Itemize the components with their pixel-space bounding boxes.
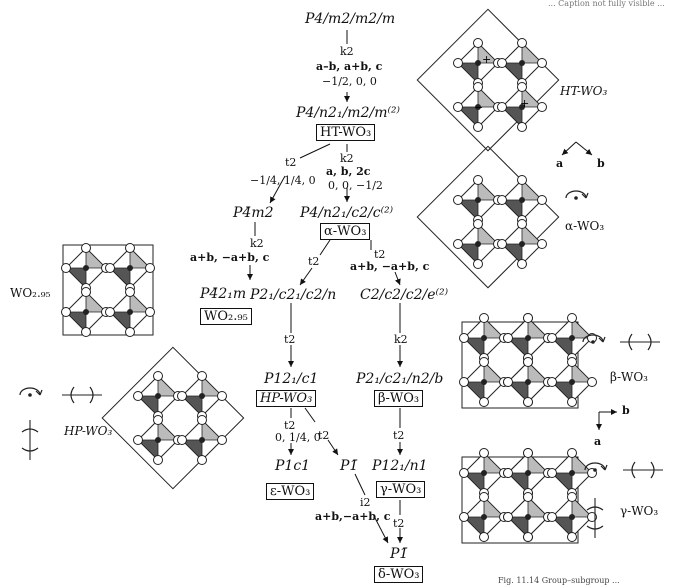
basis-root: a–b, a+b, c xyxy=(316,60,383,73)
sg-p1bar-left: P1̄ xyxy=(340,458,359,474)
basis-p4m2: a+b, −a+b, c xyxy=(190,251,270,264)
rel-p1bar: t2 xyxy=(318,429,330,442)
alpha-wo3-structure xyxy=(416,145,560,289)
label-hp-wo3: HP-WO₃ xyxy=(256,390,317,407)
structure-label-wo295: WO₂.₉₅ xyxy=(10,286,51,300)
top-caption-fragment: ... Caption not fully visible ... xyxy=(548,0,665,8)
rel-delta-t2: t2 xyxy=(393,517,405,530)
sg-alpha: P4/n2₁/c2/c⁽²⁾ xyxy=(300,205,394,221)
structure-label-ht: HT-WO₃ xyxy=(560,84,608,98)
structure-label-alpha: α-WO₃ xyxy=(565,219,605,233)
structure-label-beta: β-WO₃ xyxy=(610,370,648,384)
origin-ht-alpha: 0, 0, −1/2 xyxy=(328,179,383,192)
basis-alpha-right: a+b, −a+b, c xyxy=(350,260,430,273)
figure-caption-fragment: Fig. 11.14 Group–subgroup ... xyxy=(498,576,620,585)
rel-p4m2: k2 xyxy=(250,237,264,250)
ht-wo3-structure: + + − xyxy=(416,8,560,152)
axis-label-a-top: a xyxy=(556,157,564,170)
structure-label-gamma: γ-WO₃ xyxy=(620,504,659,518)
svg-text:+: + xyxy=(482,53,491,66)
sg-gamma: P12₁/n1 xyxy=(372,458,428,474)
axes-ab-right xyxy=(596,409,617,430)
structure-label-hp: HP-WO₃ xyxy=(64,424,113,438)
basis-ht-alpha: a, b, 2c xyxy=(326,165,371,178)
sg-alpha-right: C2/c2/c2/e⁽²⁾ xyxy=(360,287,449,303)
sg-ht: P4/n2₁/m2/m⁽²⁾ xyxy=(296,105,400,121)
rel-ht-p4m2: t2 xyxy=(285,156,297,169)
axis-label-b-right: b xyxy=(622,404,630,417)
label-delta-wo3: δ-WO₃ xyxy=(374,566,424,583)
rel-gamma: t2 xyxy=(393,429,405,442)
origin-ht-p4m2: −1/4, 1/4, 0 xyxy=(250,174,316,187)
rel-beta: k2 xyxy=(394,333,408,346)
rel-alpha-right: t2 xyxy=(374,248,386,261)
sg-wo295: P4̄2₁m xyxy=(200,286,247,302)
rel-i2: i2 xyxy=(360,496,371,509)
label-alpha-wo3: α-WO₃ xyxy=(320,223,371,240)
sg-alpha-left: P2₁/c2₁/c2/n xyxy=(250,287,337,303)
label-wo295: WO₂.₉₅ xyxy=(200,308,252,325)
label-ht-wo3: HT-WO₃ xyxy=(316,124,376,141)
axis-label-a-right: a xyxy=(594,435,602,448)
sg-delta: P1̄ xyxy=(390,546,409,562)
origin-root: −1/2, 0, 0 xyxy=(322,75,377,88)
basis-delta: a+b,−a+b, c xyxy=(315,510,391,523)
axes-ab-top xyxy=(561,141,593,156)
label-gamma-wo3: γ-WO₃ xyxy=(376,481,426,498)
sg-root: P4/m2/m2/m xyxy=(305,11,396,27)
rel-eps: t2 xyxy=(284,419,296,432)
svg-text:+: + xyxy=(520,97,529,110)
rel-root: k2 xyxy=(340,45,354,58)
sg-p4m2: P4̄m2 xyxy=(233,205,274,221)
label-beta-wo3: β-WO₃ xyxy=(374,390,424,407)
rel-ht-alpha: k2 xyxy=(340,152,354,165)
sg-hp: P12₁/c1 xyxy=(264,371,319,387)
wo295-structure xyxy=(62,244,155,337)
svg-text:−: − xyxy=(474,101,483,114)
sg-beta: P2₁/c2₁/n2/b xyxy=(356,371,444,387)
sg-eps: P1c1 xyxy=(275,458,311,474)
origin-eps: 0, 1/4, 0 xyxy=(275,431,321,444)
hp-wo3-structure xyxy=(101,346,245,490)
gamma-wo3-structure xyxy=(460,449,597,544)
rel-hp: t2 xyxy=(284,333,296,346)
tree-arrows xyxy=(247,30,403,544)
rel-alpha-left: t2 xyxy=(308,255,320,268)
beta-wo3-structure xyxy=(460,314,597,409)
axis-label-b-top: b xyxy=(597,157,605,170)
label-eps-wo3: ε-WO₃ xyxy=(266,483,315,500)
